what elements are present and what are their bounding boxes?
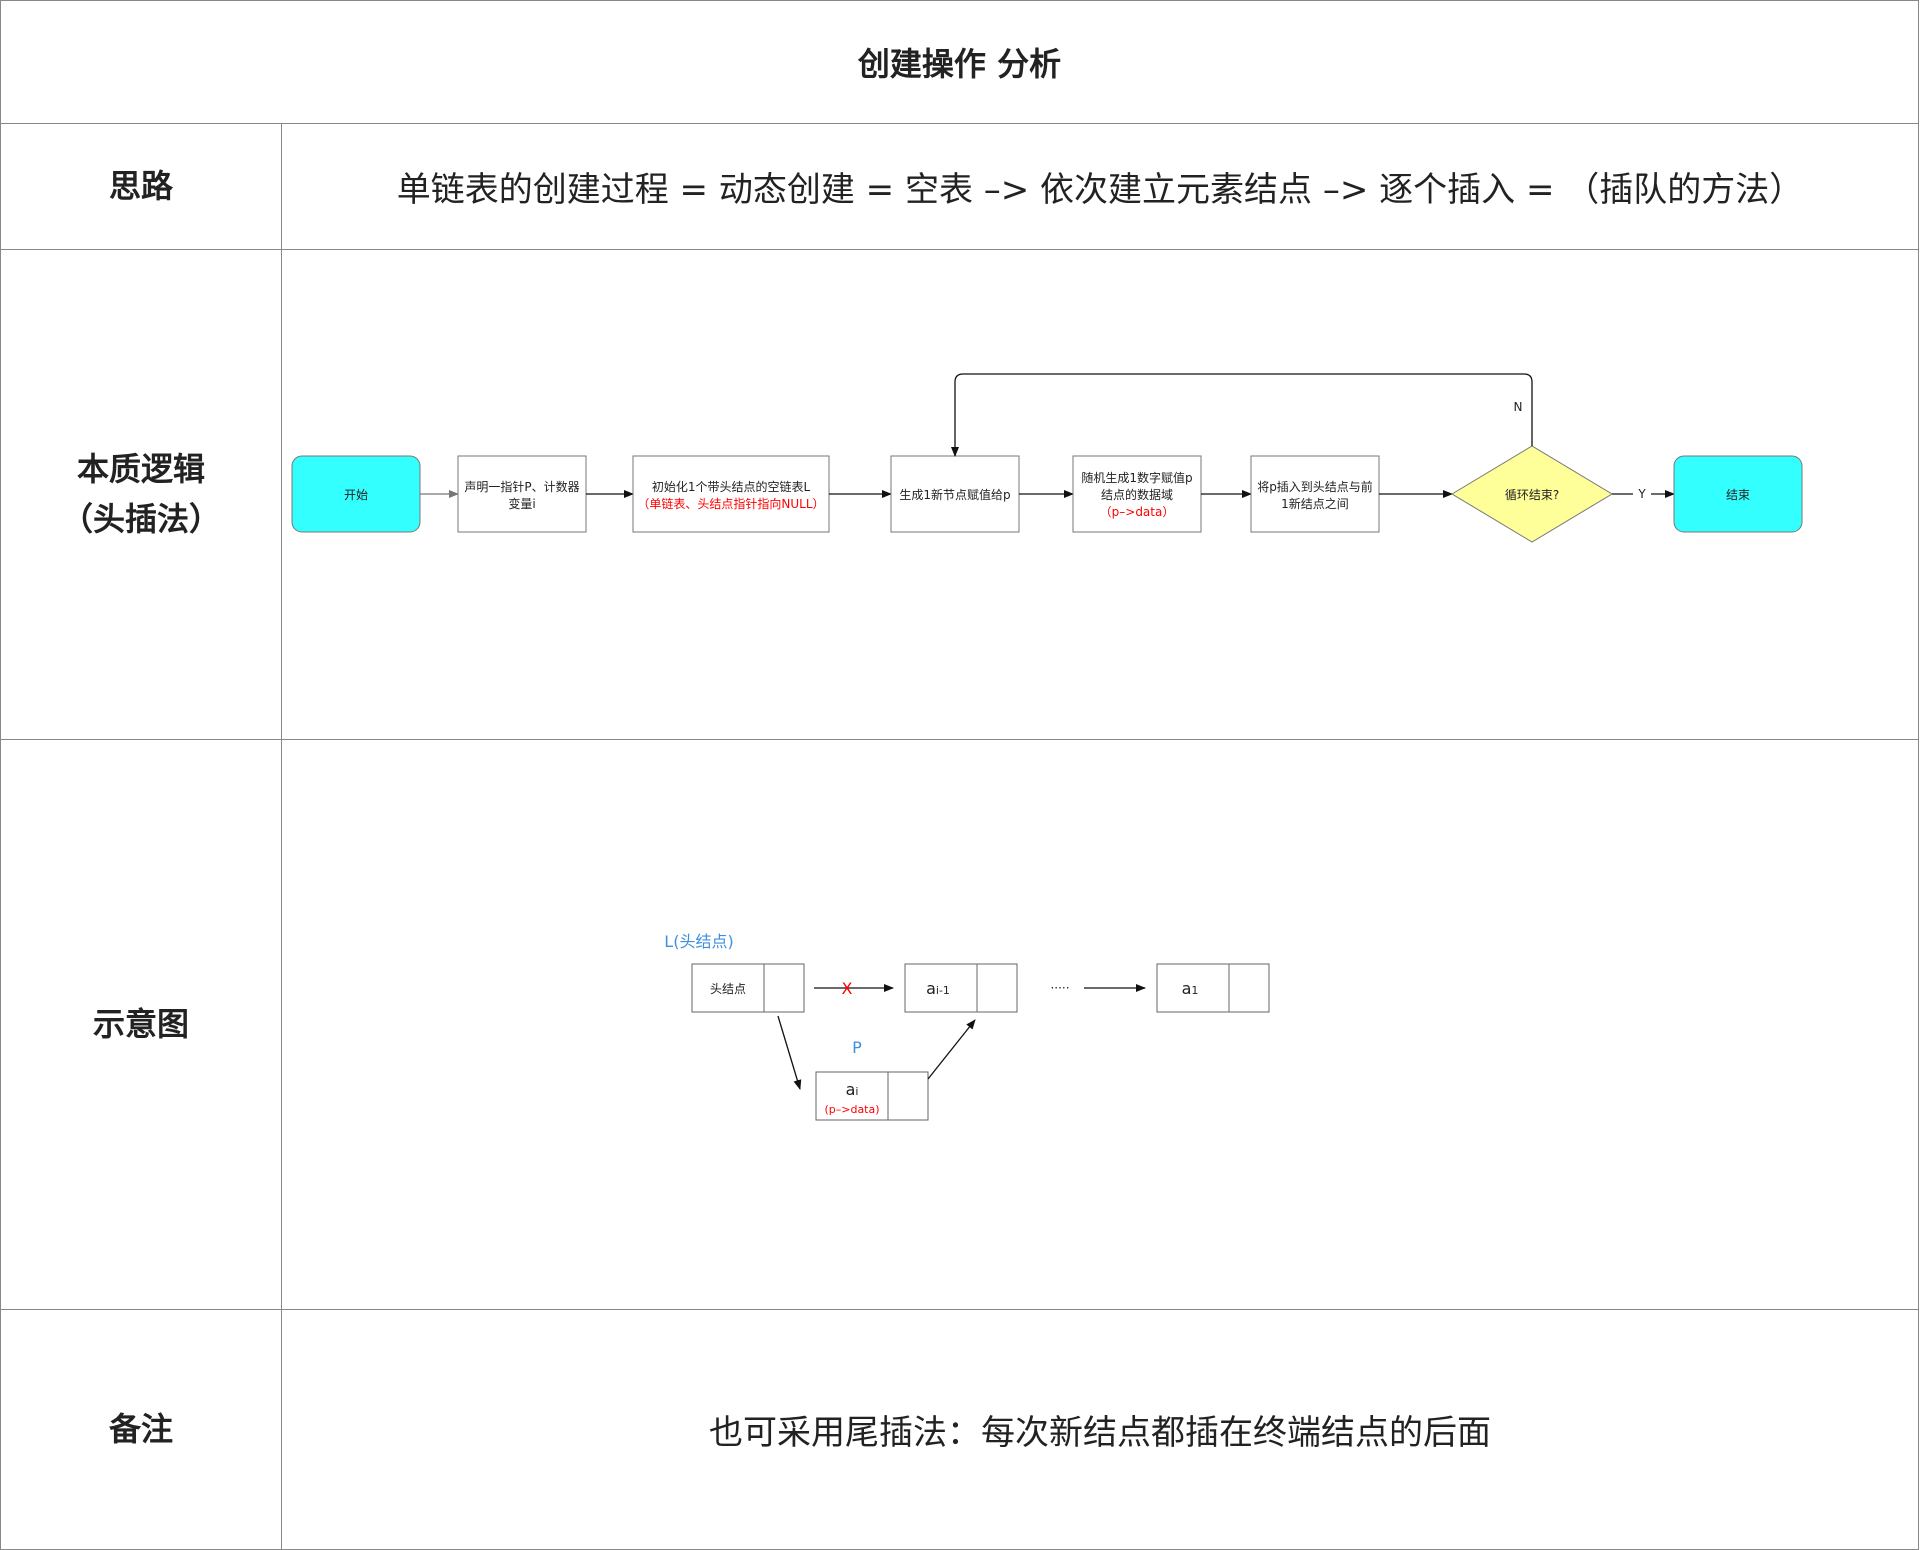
row-label-diagram-text: 示意图	[92, 1004, 189, 1043]
list-node-last-label: a1	[1182, 979, 1199, 998]
page-title: 创建操作 分析	[857, 45, 1062, 83]
linked-list-diagram: L(头结点) 头结点 X ai-1 ····· a1 P ai	[664, 932, 1270, 1121]
row-label-note-text: 备注	[108, 1409, 173, 1448]
flow-step1-line2: 变量i	[508, 496, 535, 511]
row-label-logic-line1: 本质逻辑	[76, 449, 205, 488]
row-label-idea-text: 思路	[108, 166, 173, 205]
flow-end-node	[1673, 455, 1803, 533]
list-new-node-ptr	[887, 1071, 929, 1121]
flow-step5-node	[1250, 455, 1380, 533]
flowchart: 开始 声明一指针P、计数器 变量i 初始化1个带头结点的空链表L （单链表、头结…	[291, 373, 1803, 543]
flow-step3-label: 生成1新节点赋值给p	[899, 487, 1010, 502]
flow-step2-line2: （单链表、头结点指针指向NULL）	[637, 496, 824, 511]
flow-step2-node	[632, 455, 830, 533]
list-new-label: P	[852, 1038, 862, 1057]
flow-branch-yes-bg	[1633, 485, 1651, 501]
list-node-prev-label: ai-1	[926, 979, 950, 998]
row-label-logic-line2: （头插法）	[60, 499, 221, 538]
list-node-last-base: a	[1182, 979, 1192, 998]
flow-branch-yes-label: Y	[1637, 487, 1646, 501]
list-node-last-data	[1156, 963, 1230, 1013]
row-label-idea: 思路	[1, 124, 282, 249]
row-content-logic: 开始 声明一指针P、计数器 变量i 初始化1个带头结点的空链表L （单链表、头结…	[282, 250, 1918, 739]
note-text: 也可采用尾插法：每次新结点都插在终端结点的后面	[709, 1413, 1491, 1453]
row-note: 备注 也可采用尾插法：每次新结点都插在终端结点的后面	[0, 1310, 1919, 1550]
flow-edge-loop-no	[951, 373, 1533, 457]
row-content-idea: 单链表的创建过程 = 动态创建 = 空表 –> 依次建立元素结点 –> 逐个插入…	[282, 124, 1918, 249]
row-label-diagram: 示意图	[1, 740, 282, 1309]
list-node-prev-sub: i-1	[936, 984, 950, 997]
row-label-note: 备注	[1, 1310, 282, 1549]
flow-step4-line3: （p–>data）	[1100, 505, 1175, 519]
flow-end-label: 结束	[1726, 488, 1750, 502]
list-head-node-label: 头结点	[710, 982, 746, 996]
list-new-node-label: ai	[846, 1080, 859, 1099]
row-idea: 思路 单链表的创建过程 = 动态创建 = 空表 –> 依次建立元素结点 –> 逐…	[0, 124, 1919, 250]
flow-step1-node	[457, 455, 587, 533]
flow-step4-node	[1072, 455, 1202, 533]
flow-start-label: 开始	[344, 488, 368, 502]
list-node-last-ptr	[1228, 963, 1270, 1013]
flow-step5-line1: 将p插入到头结点与前	[1257, 479, 1373, 494]
list-head-label: L(头结点)	[664, 932, 733, 951]
list-head-node-ptr	[763, 963, 805, 1013]
flow-branch-no-label: N	[1514, 400, 1523, 414]
flow-step3-node	[890, 455, 1020, 533]
flow-step5-line2: 1新结点之间	[1281, 496, 1349, 511]
row-label-logic: 本质逻辑 （头插法）	[1, 250, 282, 739]
row-diagram: 示意图 L(头结点) 头结点 X ai-1 ·····	[0, 740, 1919, 1310]
list-node-prev-ptr	[976, 963, 1018, 1013]
list-cut-mark: X	[842, 979, 853, 998]
flow-step1-line1: 声明一指针P、计数器	[464, 479, 579, 494]
list-edge-new-to-prev	[927, 1019, 976, 1080]
page-title-bar: 创建操作 分析	[0, 0, 1919, 124]
list-node-last-sub: 1	[1191, 984, 1198, 997]
list-ellipsis: ·····	[1050, 981, 1069, 995]
flow-step4-line2: 结点的数据域	[1101, 487, 1173, 502]
list-head-node-data	[691, 963, 765, 1013]
idea-text: 单链表的创建过程 = 动态创建 = 空表 –> 依次建立元素结点 –> 逐个插入…	[396, 170, 1804, 210]
flow-step4-line1: 随机生成1数字赋值p	[1081, 470, 1192, 485]
row-content-note: 也可采用尾插法：每次新结点都插在终端结点的后面	[282, 1310, 1918, 1549]
list-new-node-base: a	[846, 1080, 856, 1099]
row-logic: 本质逻辑 （头插法） 开始 声明一指针P、计数器 变量i	[0, 250, 1919, 740]
list-node-prev-base: a	[926, 979, 936, 998]
flow-decision-label: 循环结束?	[1505, 488, 1559, 502]
flow-step2-line1: 初始化1个带头结点的空链表L	[652, 479, 811, 494]
row-content-diagram: L(头结点) 头结点 X ai-1 ····· a1 P ai	[282, 740, 1918, 1309]
list-new-node-data	[815, 1071, 889, 1121]
list-edge-head-to-new	[777, 1015, 802, 1090]
list-new-node-sub: i	[855, 1085, 858, 1098]
list-new-node-data-label: (p–>data)	[824, 1103, 879, 1116]
